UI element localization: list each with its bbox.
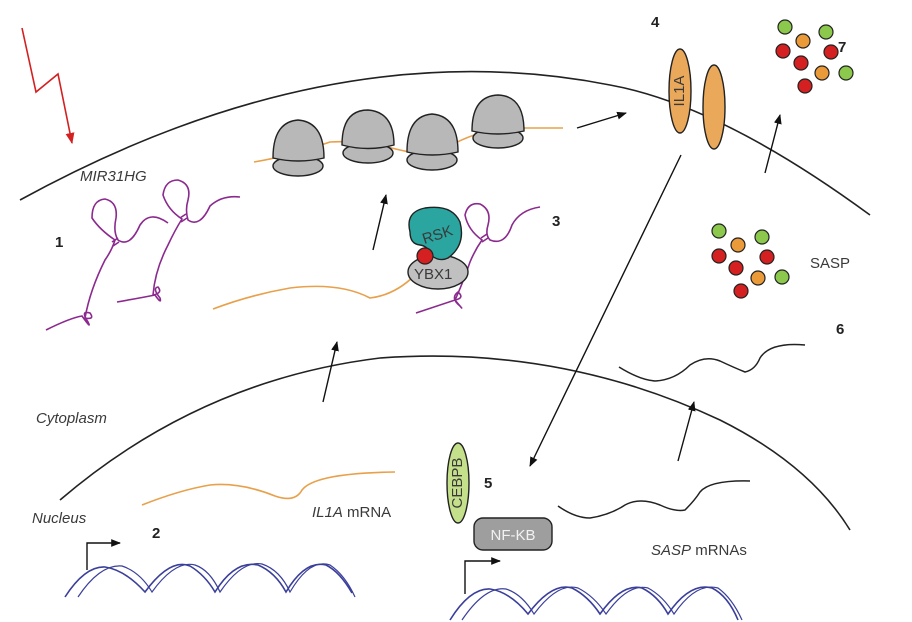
promoter-arrow-il1a xyxy=(86,539,121,570)
dna-helix-sasp xyxy=(449,586,743,621)
arrow-il1a-to-nucleus xyxy=(529,154,682,467)
sasp-mrna-nucleus xyxy=(557,480,751,519)
nuclear-envelope xyxy=(59,355,851,531)
cytoplasm-label: Cytoplasm xyxy=(36,410,107,427)
il1a-mrna-label: IL1A mRNA xyxy=(312,504,391,521)
cell-membrane xyxy=(19,70,871,216)
rsk-ybx1-complex: RSK YBX1 xyxy=(407,206,469,290)
step-1-label: 1 xyxy=(55,234,63,251)
ribosome xyxy=(272,119,325,177)
arrow-sasp-export xyxy=(764,114,782,174)
arrow-nucleus-export xyxy=(322,341,339,403)
il1a-receptor-partner xyxy=(702,64,726,150)
sasp-label: SASP xyxy=(810,255,850,272)
dna-helix-il1a xyxy=(64,562,356,598)
il1a-mrna-cytoplasm xyxy=(212,274,416,310)
arrow-polysome-to-il1a xyxy=(576,111,627,129)
cebpb-protein: CEBPB xyxy=(446,442,470,524)
sasp-secreted-particles xyxy=(775,19,854,94)
il1a-mrna-nucleus xyxy=(141,471,396,506)
ribosome xyxy=(341,109,395,164)
promoter-arrow-sasp xyxy=(464,557,501,594)
mir31hg-lncrna-3 xyxy=(415,202,541,314)
step-5-label: 5 xyxy=(484,475,492,492)
step-4-label: 4 xyxy=(651,14,660,31)
step-6-label: 6 xyxy=(836,321,844,338)
nfkb-protein: NF-KB xyxy=(473,517,553,551)
sasp-cytoplasm-particles xyxy=(711,223,790,299)
nucleus-label: Nucleus xyxy=(32,510,87,527)
ybx1-label: YBX1 xyxy=(414,266,452,283)
ribosome xyxy=(471,94,525,149)
membrane-label: MIR31HG xyxy=(80,168,147,185)
step-2-label: 2 xyxy=(152,525,160,542)
mir31hg-lncrna-1 xyxy=(45,198,169,331)
stress-lightning-icon xyxy=(21,27,75,145)
nfkb-label: NF-KB xyxy=(491,527,536,544)
il1a-protein xyxy=(668,48,692,134)
step-7-label: 7 xyxy=(838,39,846,56)
phospho-site xyxy=(416,247,434,265)
il1a-label: IL1A xyxy=(671,76,688,107)
il1a-receptor: IL1A xyxy=(668,48,726,150)
rsk-protein xyxy=(408,206,463,261)
ribosomes xyxy=(272,94,525,177)
ribosome xyxy=(406,113,459,171)
sasp-mrna-cytoplasm xyxy=(618,343,806,382)
cebpb-label: CEBPB xyxy=(449,458,466,509)
arrow-sasp-mrna-export xyxy=(677,401,696,462)
step-3-label: 3 xyxy=(552,213,560,230)
mir31hg-lncrna-2 xyxy=(116,179,241,303)
arrow-complex-to-polysome xyxy=(372,194,388,251)
sasp-mrnas-label: SASP mRNAs xyxy=(651,542,747,559)
